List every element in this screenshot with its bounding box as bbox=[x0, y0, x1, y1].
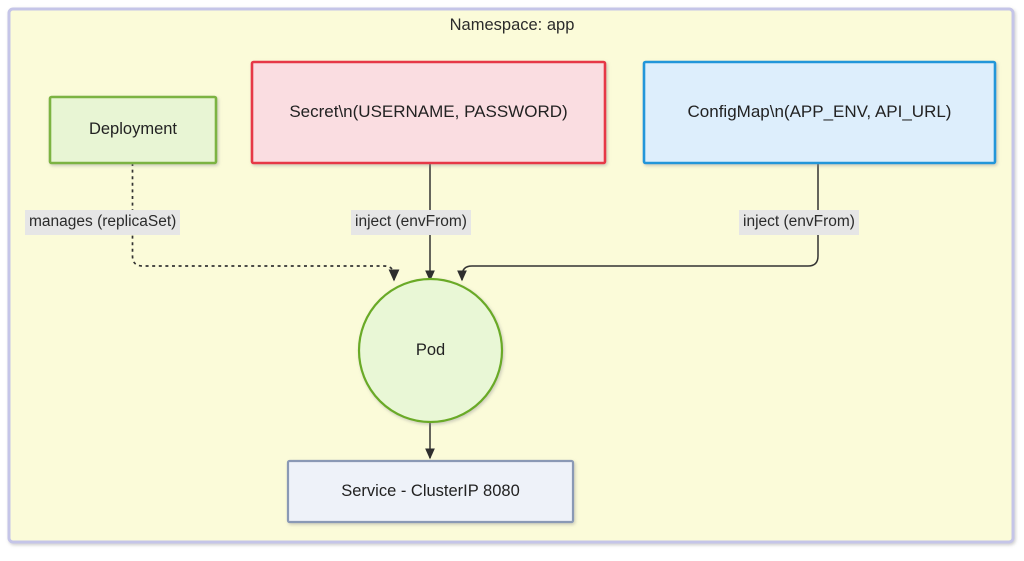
edge-label-inject-configmap: inject (envFrom) bbox=[739, 210, 859, 235]
namespace-title: Namespace: app bbox=[449, 16, 575, 34]
edge-configmap-to-pod bbox=[457, 163, 819, 282]
node-pod[interactable] bbox=[357, 277, 504, 424]
edge-label-inject-secret: inject (envFrom) bbox=[351, 210, 471, 235]
node-deployment[interactable] bbox=[48, 95, 218, 165]
node-service[interactable] bbox=[286, 459, 575, 524]
node-secret[interactable] bbox=[250, 60, 607, 165]
edge-label-manages: manages (replicaSet) bbox=[25, 210, 181, 235]
node-configmap[interactable] bbox=[642, 60, 997, 165]
